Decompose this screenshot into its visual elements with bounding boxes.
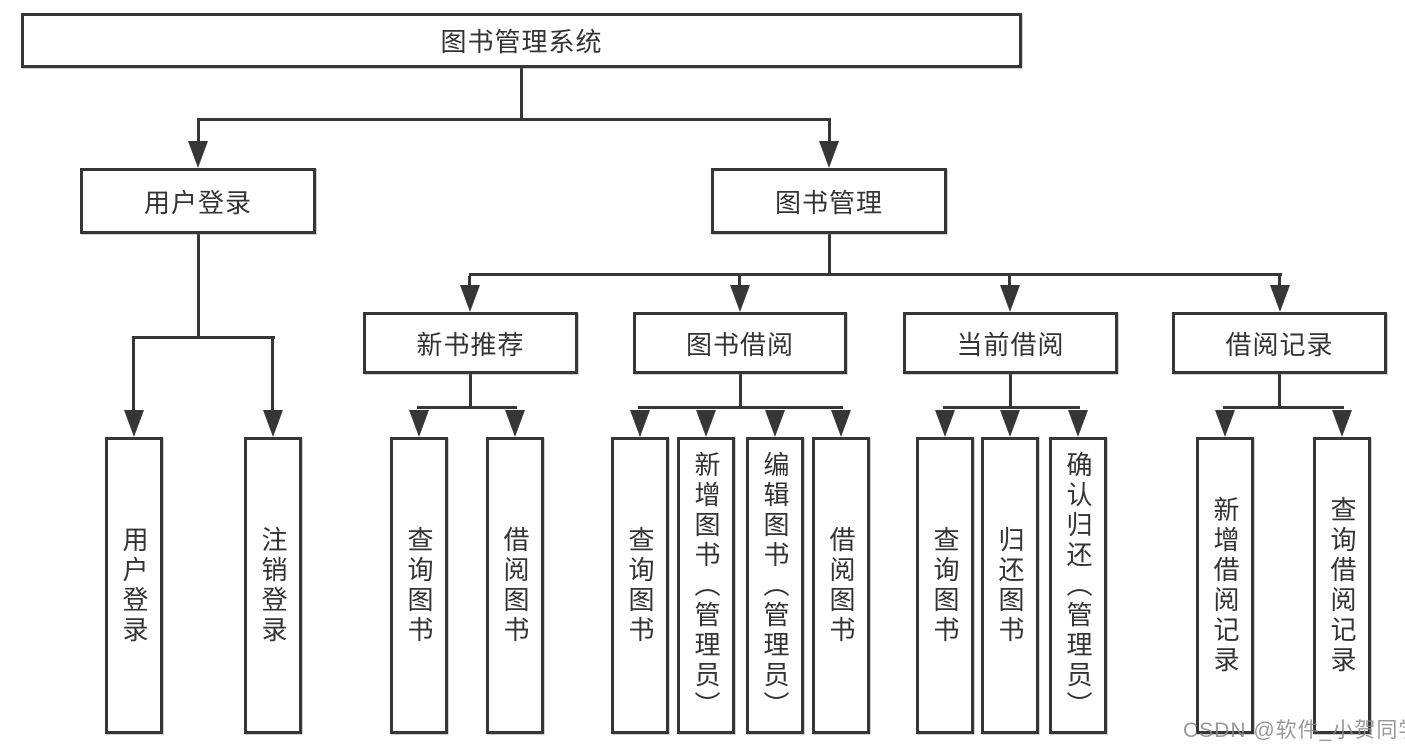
node-book-borrow: 图书借阅 xyxy=(633,312,847,374)
arrow-down-icon xyxy=(1068,410,1088,437)
leaf-br-query-record: 查询借阅记录 xyxy=(1313,437,1371,734)
connector-line xyxy=(197,118,831,121)
arrow-down-icon xyxy=(1000,410,1020,437)
connector-line xyxy=(1278,276,1281,287)
connector-line xyxy=(197,234,200,336)
leaf-bb-query-books: 查询图书 xyxy=(611,437,669,734)
node-borrow-records: 借阅记录 xyxy=(1172,312,1387,374)
leaf-bb-borrow-books: 借阅图书 xyxy=(812,437,870,734)
arrow-down-icon xyxy=(730,285,750,312)
connector-line xyxy=(638,406,843,409)
leaf-cb-query-books: 查询图书 xyxy=(916,437,974,734)
connector-line xyxy=(1008,276,1011,287)
arrow-down-icon xyxy=(460,285,480,312)
arrow-down-icon xyxy=(831,410,851,437)
connector-line xyxy=(943,406,1080,409)
leaf-bb-add-books-admin: 新增图书（管理员） xyxy=(677,437,735,734)
leaf-cb-confirm-return-admin: 确认归还（管理员） xyxy=(1049,437,1107,734)
leaf-logout: 注销登录 xyxy=(244,437,302,734)
node-new-book-recommend: 新书推荐 xyxy=(363,312,578,374)
arrow-down-icon xyxy=(409,410,429,437)
connector-line xyxy=(132,339,135,410)
connector-line xyxy=(132,336,275,339)
leaf-bb-edit-books-admin: 编辑图书（管理员） xyxy=(746,437,804,734)
arrow-down-icon xyxy=(263,410,283,437)
leaf-br-add-record: 新增借阅记录 xyxy=(1196,437,1254,734)
connector-line xyxy=(1278,374,1281,406)
connector-line xyxy=(1223,406,1344,409)
arrow-down-icon xyxy=(1270,285,1290,312)
arrow-down-icon xyxy=(1000,285,1020,312)
arrow-down-icon xyxy=(630,410,650,437)
arrow-down-icon xyxy=(1332,410,1352,437)
arrow-down-icon xyxy=(696,410,716,437)
arrow-down-icon xyxy=(819,141,839,168)
connector-line xyxy=(1009,374,1012,406)
connector-line xyxy=(520,68,523,118)
connector-line xyxy=(469,374,472,406)
arrow-down-icon xyxy=(935,410,955,437)
node-book-management: 图书管理 xyxy=(711,168,947,234)
node-user-login: 用户登录 xyxy=(80,168,316,234)
connector-line xyxy=(417,406,517,409)
connector-line xyxy=(828,234,831,273)
node-root: 图书管理系统 xyxy=(21,13,1022,68)
connector-line xyxy=(828,121,831,143)
arrow-down-icon xyxy=(124,410,144,437)
arrow-down-icon xyxy=(188,141,208,168)
connector-line xyxy=(469,273,1282,276)
connector-line xyxy=(197,121,200,143)
connector-line xyxy=(468,276,471,287)
leaf-cb-return-books: 归还图书 xyxy=(981,437,1039,734)
leaf-nb-borrow-books: 借阅图书 xyxy=(486,437,544,734)
node-current-borrow: 当前借阅 xyxy=(903,312,1118,374)
watermark: CSDN @软件_小贺同学 xyxy=(1183,719,1405,742)
connector-line xyxy=(271,339,274,410)
connector-line xyxy=(738,276,741,287)
arrow-down-icon xyxy=(1215,410,1235,437)
arrow-down-icon xyxy=(505,410,525,437)
leaf-user-login: 用户登录 xyxy=(105,437,163,734)
arrow-down-icon xyxy=(765,410,785,437)
connector-line xyxy=(739,374,742,406)
leaf-nb-query-books: 查询图书 xyxy=(390,437,448,734)
